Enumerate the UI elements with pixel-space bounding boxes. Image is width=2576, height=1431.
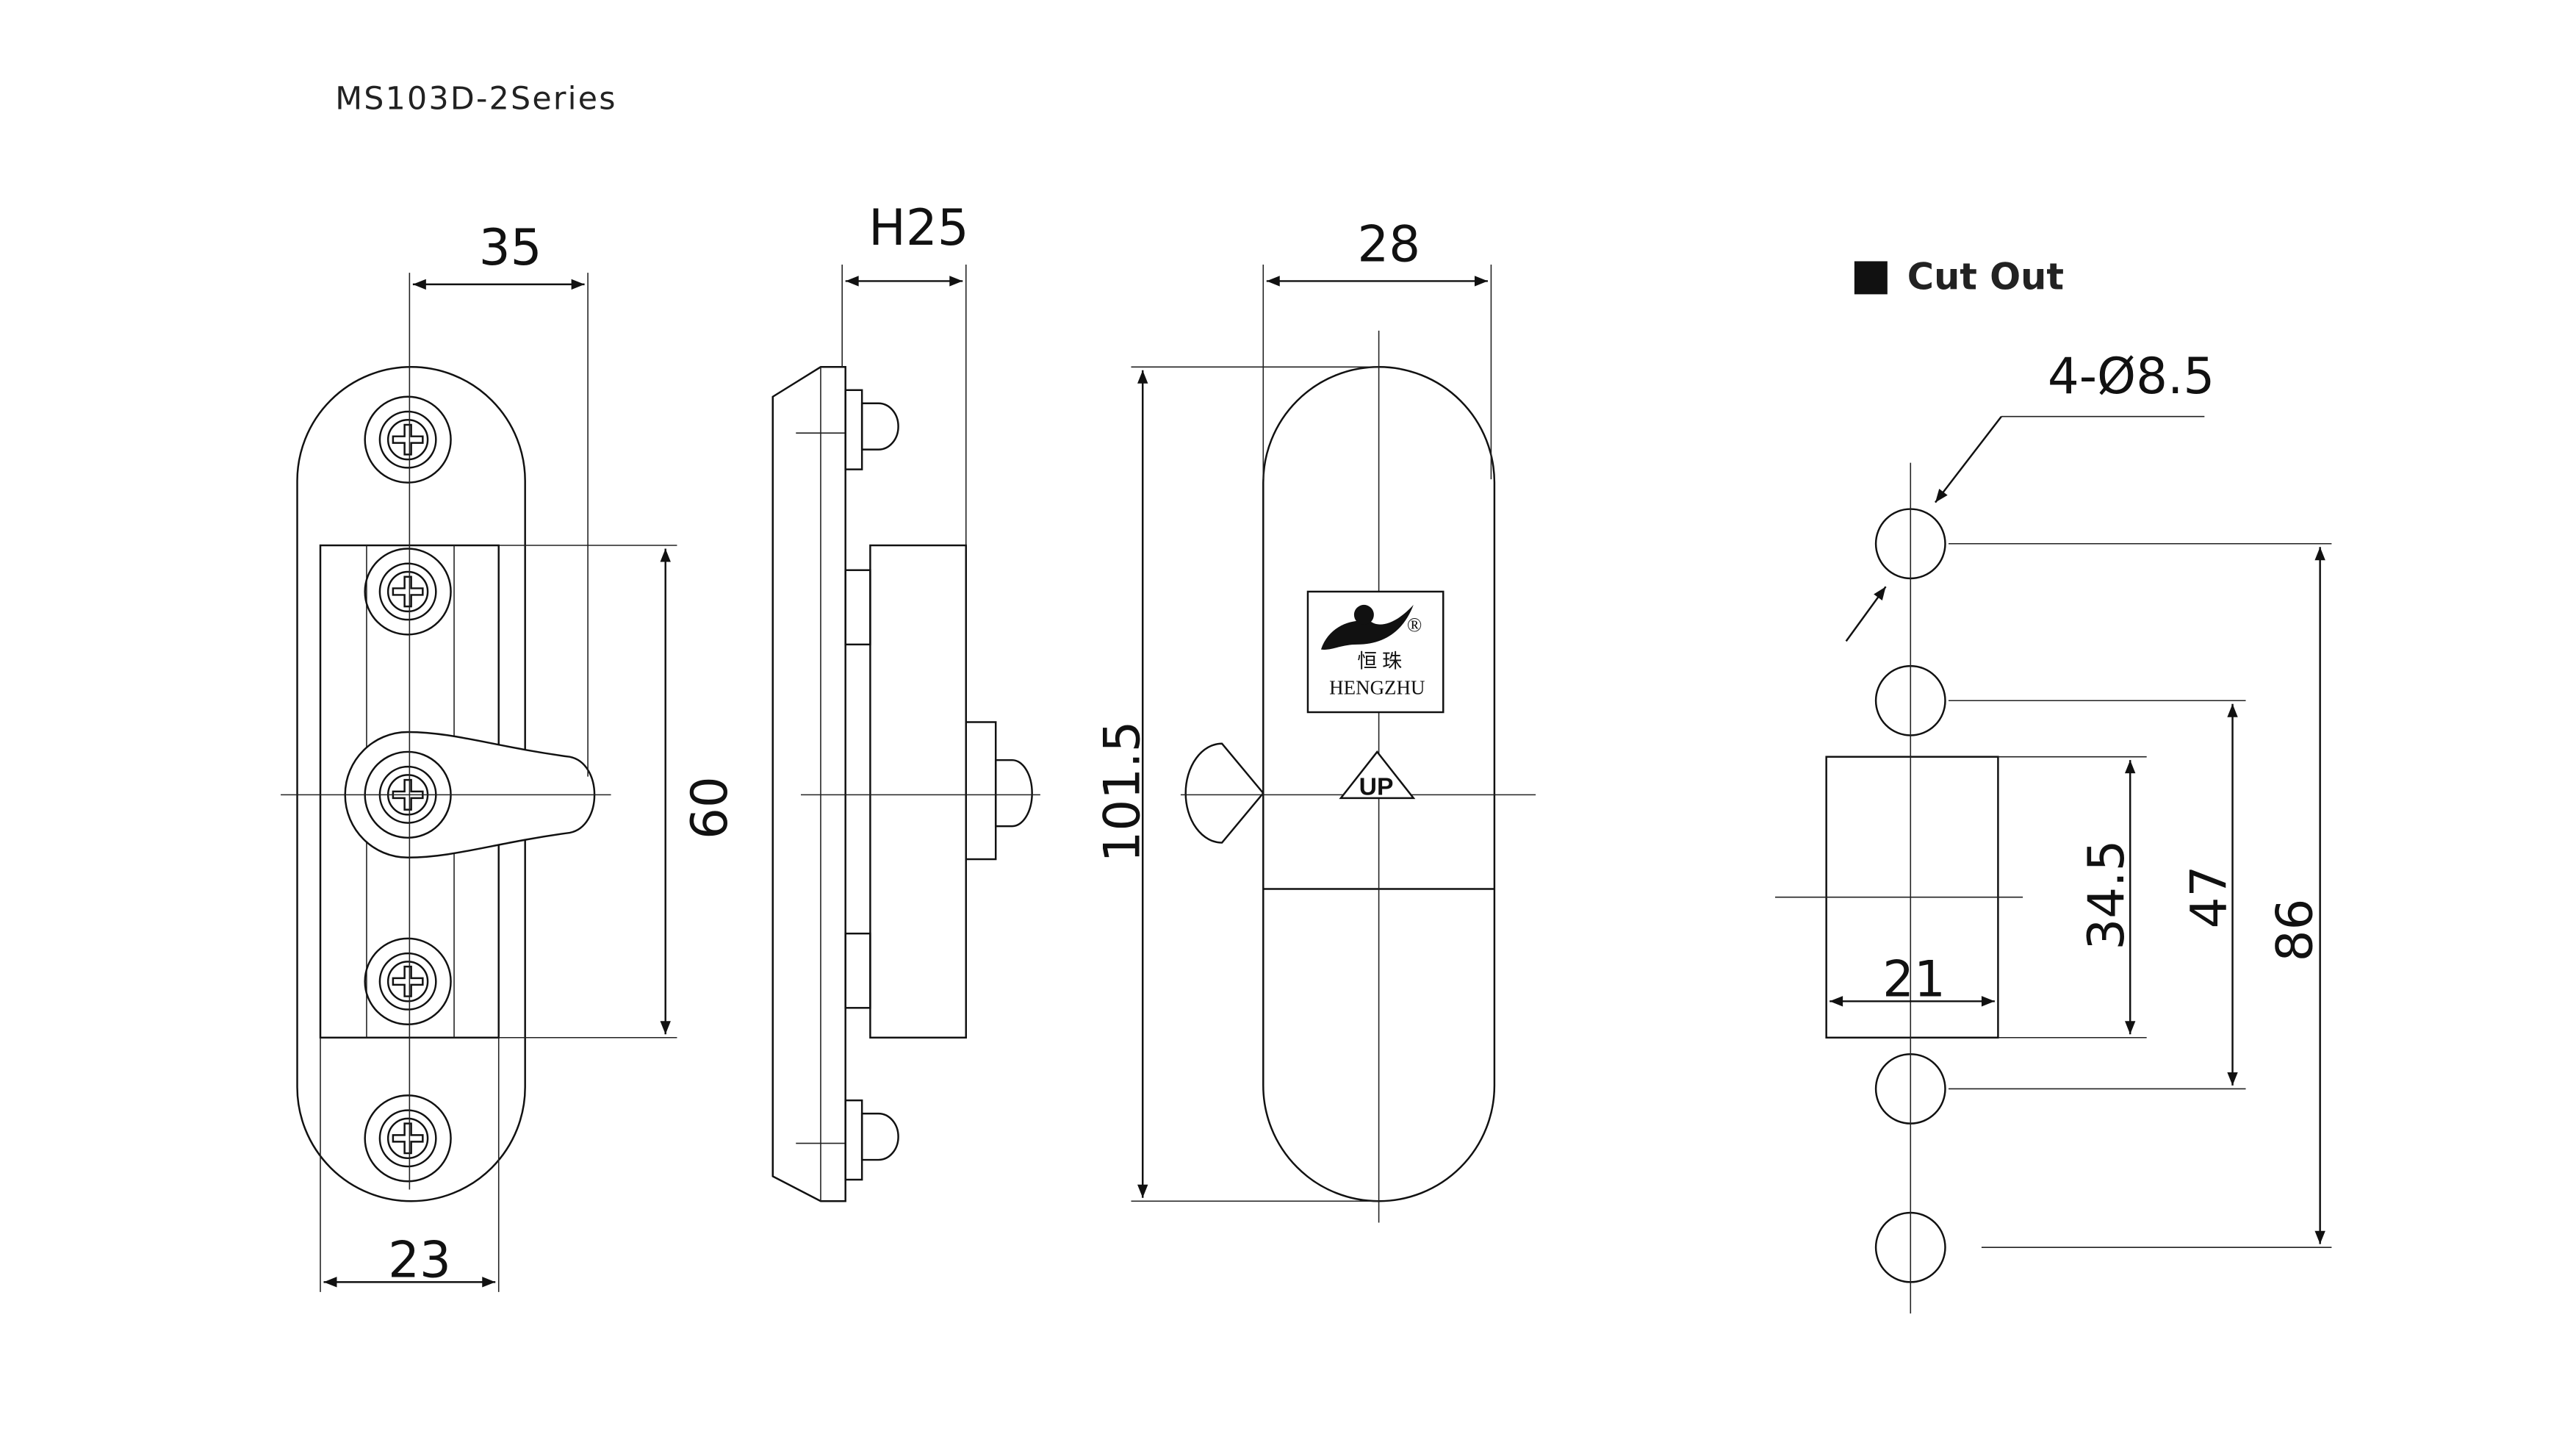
back-view [1131,264,1536,1223]
up-label: UP [1359,772,1394,800]
series-title: MS103D-2Series [335,81,617,118]
cut-out-label: Cut Out [1907,256,2064,298]
hole-label: 4-Ø8.5 [2048,347,2215,405]
dim-cut-height: 34.5 [2077,840,2135,950]
dim-front-width: 35 [479,218,542,276]
logo-en: HENGZHU [1329,676,1425,698]
side-view [771,264,1040,1202]
dim-back-width: 28 [1357,215,1420,273]
dim-hole-inner: 47 [2180,866,2238,929]
hengzhu-logo: ® 恒 珠 HENGZHU [1306,590,1444,714]
cut-out-view [1774,415,2332,1314]
front-view [281,273,677,1292]
dim-front-bottom: 23 [388,1231,451,1289]
logo-mark: ® [1407,614,1422,636]
logo-cn: 恒 珠 [1357,650,1402,672]
dim-cut-width: 21 [1882,950,1946,1008]
dim-back-height: 101.5 [1093,721,1151,863]
dim-side-depth: H25 [868,198,968,257]
dim-hole-outer: 86 [2265,899,2323,962]
cut-out-legend-icon [1854,261,1888,295]
dim-front-height: 60 [680,776,738,839]
up-marker: UP [1339,750,1416,800]
